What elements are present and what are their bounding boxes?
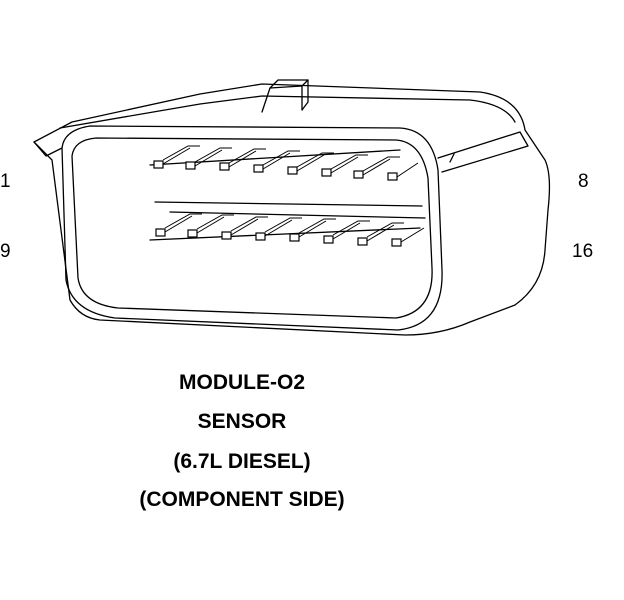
- pin: [321, 168, 332, 177]
- connector-inner-cavity: [71, 137, 433, 319]
- pin-label-1: 1: [0, 171, 11, 192]
- connector-latch: [261, 85, 303, 113]
- pin-channel: [164, 215, 425, 243]
- pin: [153, 160, 164, 169]
- caption-line-3: (6.7L DIESEL): [173, 450, 311, 473]
- pin: [219, 162, 230, 171]
- pin: [357, 237, 368, 246]
- pin-row-bottom: [155, 228, 402, 247]
- caption-line-2: SENSOR: [197, 410, 287, 433]
- pin: [391, 238, 402, 247]
- pin: [323, 235, 334, 244]
- pin: [353, 170, 364, 179]
- caption-line-4: (COMPONENT SIDE): [139, 488, 345, 511]
- pin-channel: [164, 213, 404, 238]
- pin-label-16: 16: [572, 241, 594, 262]
- pin: [155, 228, 166, 237]
- pin: [287, 166, 298, 175]
- pin: [289, 233, 300, 242]
- connector-body-outline: [33, 83, 551, 336]
- caption-line-1: MODULE-O2: [179, 371, 305, 394]
- pin-label-8: 8: [578, 171, 589, 192]
- pin: [187, 229, 198, 238]
- pin: [253, 164, 264, 173]
- connector-center-rib: [154, 201, 426, 219]
- pin-row-top: [153, 160, 398, 181]
- pin: [185, 161, 196, 170]
- pin-label-9: 9: [0, 241, 11, 262]
- pin: [387, 172, 398, 181]
- pin-channel: [162, 147, 419, 178]
- pin: [255, 232, 266, 241]
- pin-channel: [162, 145, 400, 172]
- connector-side-rail: [437, 131, 529, 173]
- connector-front-face: [61, 125, 443, 331]
- connector-top-ridge: [59, 95, 516, 129]
- pin: [221, 231, 232, 240]
